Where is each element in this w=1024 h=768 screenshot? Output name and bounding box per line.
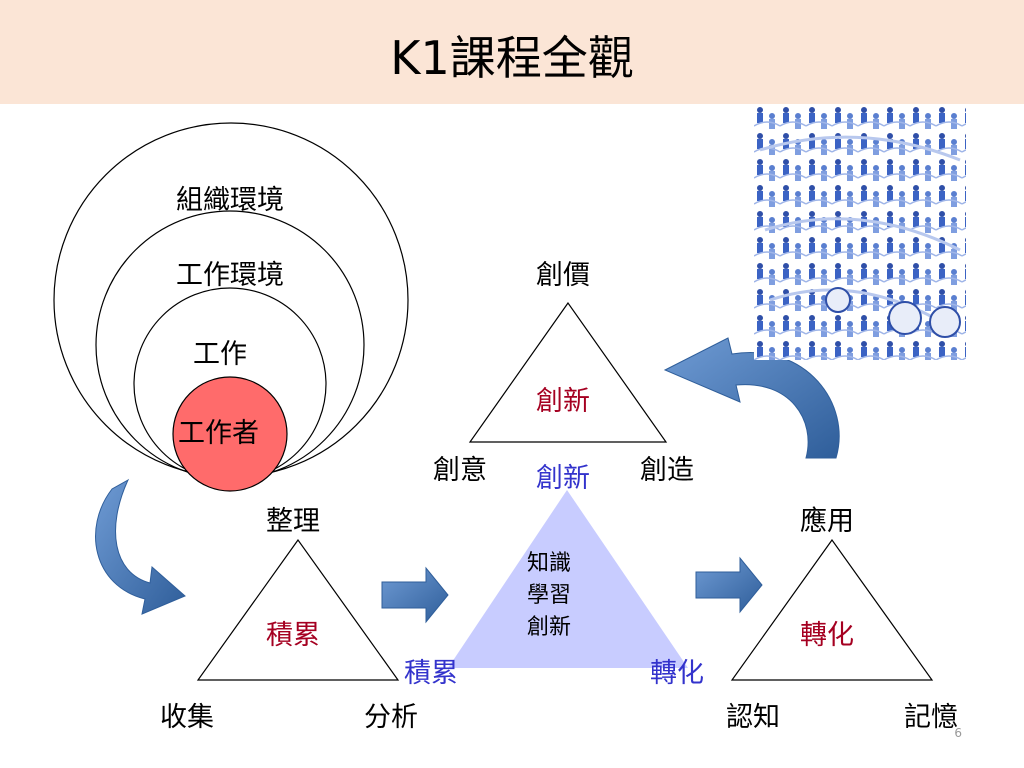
curved-arrow-left <box>95 478 186 615</box>
left-triangle-right-label: 分析 <box>364 702 418 733</box>
title-banner <box>0 0 1024 104</box>
work-environment-label: 工作環境 <box>176 260 284 291</box>
left-triangle <box>196 538 400 681</box>
center-triangle-left-label: 積累 <box>404 658 458 689</box>
page-number: 6 <box>954 726 962 740</box>
left-triangle-left-label: 收集 <box>160 702 214 733</box>
top-triangle-right-label: 創造 <box>640 455 694 486</box>
left-to-center-arrow <box>381 566 449 624</box>
center-triangle-line-3: 創新 <box>527 615 572 640</box>
right-triangle-center-label: 轉化 <box>800 620 854 651</box>
worker-circle <box>172 376 288 492</box>
center-triangle-line-2: 學習 <box>527 583 572 608</box>
worker-label: 工作者 <box>178 418 259 449</box>
top-triangle-left-label: 創意 <box>433 455 487 486</box>
left-triangle-center-label: 積累 <box>266 620 320 651</box>
top-triangle-top-label: 創價 <box>536 260 590 291</box>
page-title: K1課程全觀 <box>390 31 634 85</box>
top-triangle-center-label: 創新 <box>536 386 590 417</box>
left-triangle-top-label: 整理 <box>266 506 320 537</box>
center-to-right-arrow <box>695 556 763 614</box>
work-label: 工作 <box>193 339 247 370</box>
center-triangle-line-1: 知識 <box>527 551 572 576</box>
curved-arrow-right <box>663 337 840 459</box>
center-triangle <box>448 490 688 668</box>
people-network-illustration <box>754 104 966 360</box>
center-triangle-right-label: 轉化 <box>650 658 704 689</box>
right-triangle <box>730 538 934 681</box>
right-triangle-top-label: 應用 <box>800 506 854 537</box>
organization-environment-label: 組織環境 <box>176 185 284 216</box>
center-triangle-top-label: 創新 <box>536 463 590 494</box>
right-triangle-right-label: 記憶 <box>904 702 958 733</box>
right-triangle-left-label: 認知 <box>726 702 780 733</box>
top-triangle <box>468 301 668 443</box>
